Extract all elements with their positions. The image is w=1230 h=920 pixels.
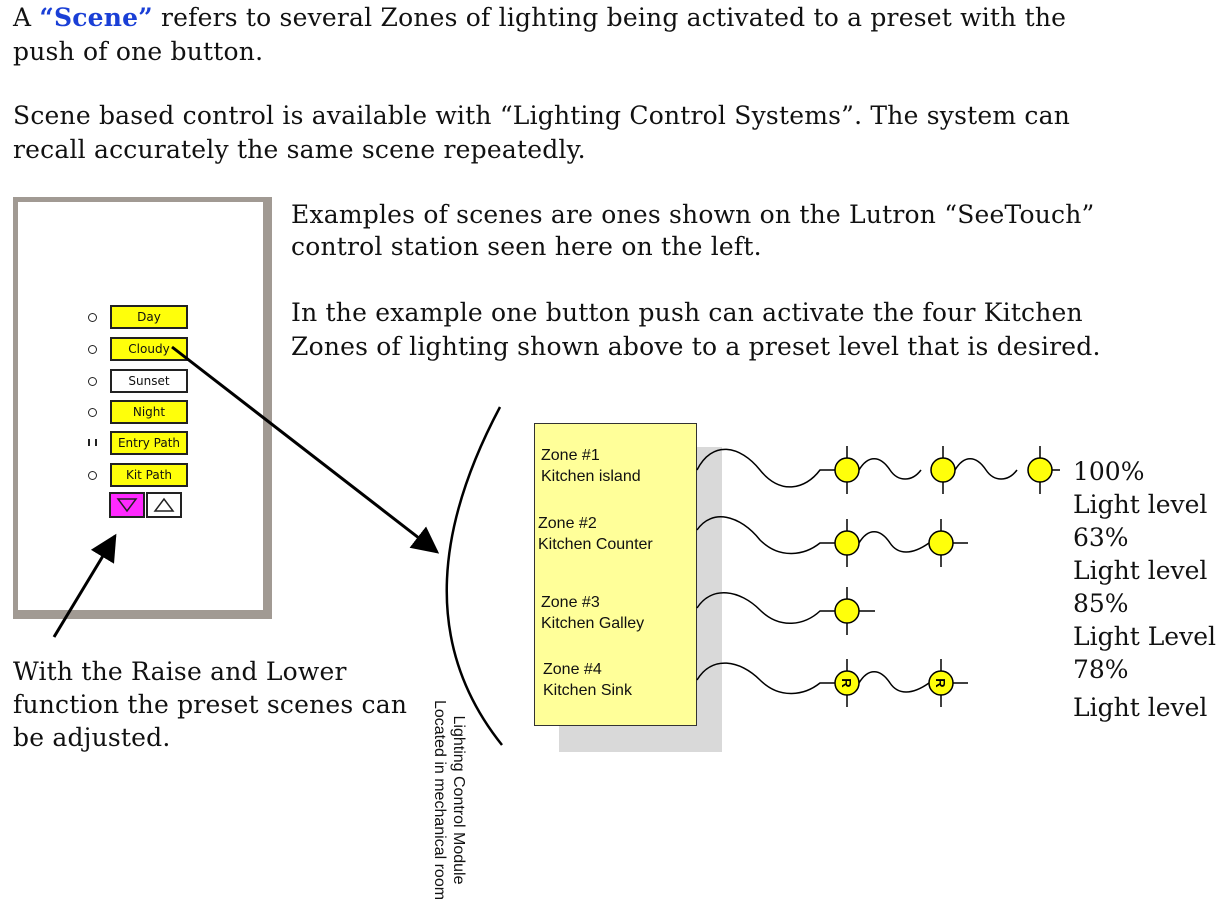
light-fixture-icon bbox=[834, 598, 860, 624]
para2-line-1: Scene based control is available with “L… bbox=[13, 101, 1071, 130]
triangle-up-icon bbox=[153, 497, 175, 512]
zone-4: Zone #4 Kitchen Sink bbox=[543, 659, 632, 701]
led-indicator bbox=[88, 376, 97, 386]
para4-line-1: In the example one button push can activ… bbox=[291, 298, 1083, 327]
level-4-percent: 78% bbox=[1073, 655, 1129, 684]
zone-3-title: Zone #3 bbox=[541, 594, 600, 611]
keypad-row-cloudy: Cloudy bbox=[88, 336, 188, 362]
para5-line-2: function the preset scenes can bbox=[13, 690, 408, 719]
level-4-caption: Light level bbox=[1073, 693, 1208, 722]
bracket-curve bbox=[445, 406, 503, 746]
para4-line-2: Zones of lighting shown above to a prese… bbox=[291, 332, 1101, 361]
zone-1-name: Kitchen island bbox=[541, 468, 641, 485]
fixture-marker-2: R bbox=[933, 678, 948, 688]
raise-lower-buttons bbox=[109, 492, 182, 518]
lighting-control-module: Zone #1 Kitchen island Zone #2 Kitchen C… bbox=[534, 423, 697, 726]
zone-2-name: Kitchen Counter bbox=[538, 536, 653, 553]
zone-1-title: Zone #1 bbox=[541, 447, 600, 464]
light-fixture-icon bbox=[1027, 457, 1053, 483]
para3-line-1: Examples of scenes are ones shown on the… bbox=[291, 200, 1095, 229]
intro-prefix: A bbox=[13, 3, 40, 32]
led-indicator bbox=[88, 470, 97, 480]
level-2-percent: 63% bbox=[1073, 523, 1129, 552]
keypad-row-entry-path: Entry Path bbox=[88, 430, 188, 456]
intro-line-2: push of one button. bbox=[13, 37, 264, 66]
para3-line-2: control station seen here on the left. bbox=[291, 232, 762, 261]
light-fixture-icon bbox=[928, 530, 954, 556]
keypad-row-day: Day bbox=[88, 304, 188, 330]
level-1-percent: 100% bbox=[1073, 457, 1145, 486]
recessed-light-icon bbox=[834, 670, 860, 696]
zone-3: Zone #3 Kitchen Galley bbox=[541, 592, 644, 634]
wire-zone-3 bbox=[696, 592, 835, 625]
level-2-caption: Light level bbox=[1073, 556, 1208, 585]
wiring-diagram: R R bbox=[52, 345, 1060, 746]
scene-button-entry-path[interactable]: Entry Path bbox=[110, 431, 188, 455]
para2-line-2: recall accurately the same scene repeate… bbox=[13, 135, 586, 164]
lower-button[interactable] bbox=[109, 492, 145, 518]
wire-zone-4 bbox=[696, 662, 835, 695]
recessed-light-icon bbox=[928, 670, 954, 696]
scene-button-cloudy[interactable]: Cloudy bbox=[110, 337, 188, 361]
scene-button-night[interactable]: Night bbox=[110, 400, 188, 424]
level-3-percent: 85% bbox=[1073, 589, 1129, 618]
zone-2-title: Zone #2 bbox=[538, 515, 597, 532]
intro-line-1: A “Scene” refers to several Zones of lig… bbox=[13, 2, 1066, 34]
para5-line-1: With the Raise and Lower bbox=[13, 657, 347, 686]
zone-1-fixtures bbox=[834, 446, 1060, 494]
wire-zone-2 bbox=[696, 516, 835, 555]
zone-4-name: Kitchen Sink bbox=[543, 682, 632, 699]
fixture-marker-1: R bbox=[839, 678, 854, 688]
raise-button[interactable] bbox=[146, 492, 182, 518]
triangle-down-icon bbox=[116, 498, 138, 513]
level-3-caption: Light Level bbox=[1073, 622, 1217, 651]
light-fixture-icon bbox=[834, 457, 860, 483]
scene-button-day[interactable]: Day bbox=[110, 305, 188, 329]
level-1-caption: Light level bbox=[1073, 490, 1208, 519]
zone-2-fixtures bbox=[834, 519, 968, 567]
para5-line-3: be adjusted. bbox=[13, 723, 171, 752]
arrow-to-raise-lower bbox=[52, 533, 117, 638]
keypad-row-kit-path: Kit Path bbox=[88, 462, 188, 488]
led-indicator bbox=[88, 312, 97, 322]
zone-4-title: Zone #4 bbox=[543, 661, 602, 678]
zone-1: Zone #1 Kitchen island bbox=[541, 445, 641, 487]
led-indicator bbox=[88, 407, 97, 417]
zone-3-name: Kitchen Galley bbox=[541, 615, 645, 632]
seetouch-keypad: Day Cloudy Sunset Night Entry Path Kit P… bbox=[13, 197, 272, 619]
led-indicator bbox=[88, 344, 97, 354]
zone-4-fixtures: R R bbox=[834, 659, 968, 707]
zone-3-fixtures bbox=[834, 587, 875, 635]
zone-2: Zone #2 Kitchen Counter bbox=[538, 513, 653, 555]
keypad-row-sunset: Sunset bbox=[88, 368, 188, 394]
arrow-cloudy-to-module bbox=[171, 345, 440, 554]
intro-line-1-rest: refers to several Zones of lighting bein… bbox=[152, 3, 1067, 32]
wire-zone-1 bbox=[696, 448, 835, 488]
scene-button-sunset[interactable]: Sunset bbox=[110, 369, 188, 393]
scene-button-kit-path[interactable]: Kit Path bbox=[110, 463, 188, 487]
light-fixture-icon bbox=[834, 530, 860, 556]
keypad-row-night: Night bbox=[88, 399, 188, 425]
scene-term: “Scene” bbox=[39, 3, 153, 32]
light-fixture-icon bbox=[930, 457, 956, 483]
